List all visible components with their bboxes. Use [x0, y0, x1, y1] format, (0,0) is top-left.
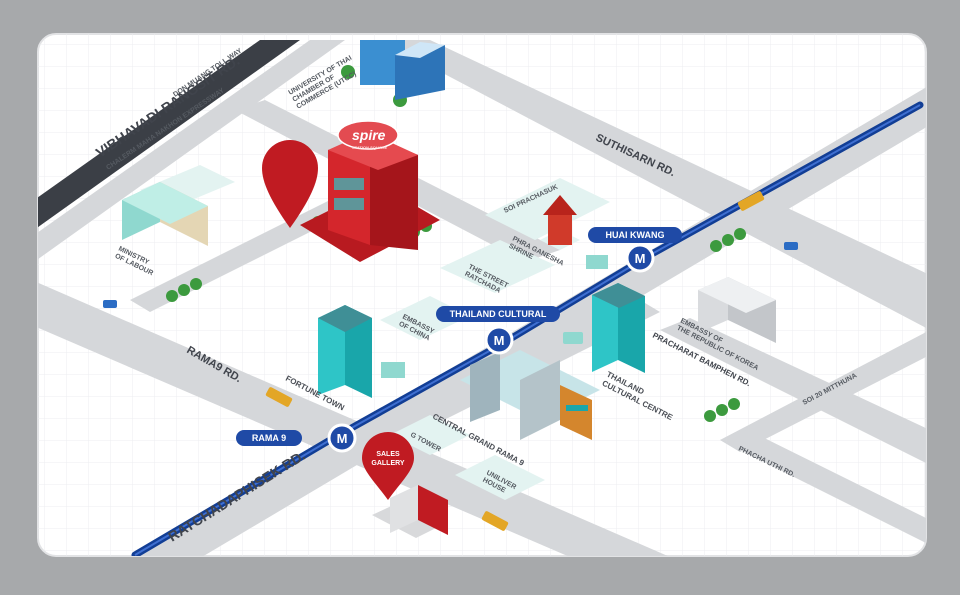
cultural-centre-building	[592, 283, 645, 373]
project-pin-icon	[262, 140, 318, 228]
vibhavadi-road	[38, 40, 300, 240]
sales-gallery-label-1: SALES	[376, 451, 400, 458]
vehicles	[103, 191, 798, 531]
sales-gallery-building	[372, 485, 448, 538]
shrine-building	[540, 195, 608, 269]
station-name: RAMA 9	[252, 433, 286, 443]
labour-building	[122, 182, 208, 246]
expressway-road	[38, 40, 345, 272]
side-street	[130, 200, 350, 312]
project-logo: spire	[352, 127, 386, 143]
sales-gallery-label-2: GALLERY	[371, 460, 405, 467]
metro-glyph: M	[337, 431, 348, 446]
soi20-road	[720, 330, 926, 452]
suthisarn-road	[380, 40, 926, 330]
station-badge	[588, 227, 682, 243]
metro-icon	[327, 423, 357, 453]
station-name: HUAI KWANG	[606, 230, 665, 240]
project-tower	[300, 120, 440, 262]
fortune-town-building	[318, 305, 405, 398]
station-thailand-cultural[interactable]: THAILAND CULTURAL M	[436, 306, 560, 355]
station-rama9[interactable]: RAMA 9 M	[236, 423, 357, 453]
label-areas	[140, 165, 610, 500]
utcc-building	[360, 40, 445, 100]
station-badge	[436, 306, 560, 322]
metro-glyph: M	[494, 333, 505, 348]
sales-gallery-pin-icon	[362, 432, 414, 500]
metro-icon	[484, 325, 514, 355]
station-badge	[236, 430, 302, 446]
korea-embassy-building	[698, 277, 776, 343]
pracharat-road	[660, 318, 926, 465]
metro-glyph: M	[635, 251, 646, 266]
central-grand-building	[460, 350, 600, 440]
station-name: THAILAND CULTURAL	[450, 309, 547, 319]
phacha-uthi-road	[720, 430, 926, 545]
metro-icon	[625, 243, 655, 273]
station-huai-kwang[interactable]: HUAI KWANG M	[588, 227, 682, 273]
project-logo-subtext: STATION SQUARE	[352, 145, 388, 150]
